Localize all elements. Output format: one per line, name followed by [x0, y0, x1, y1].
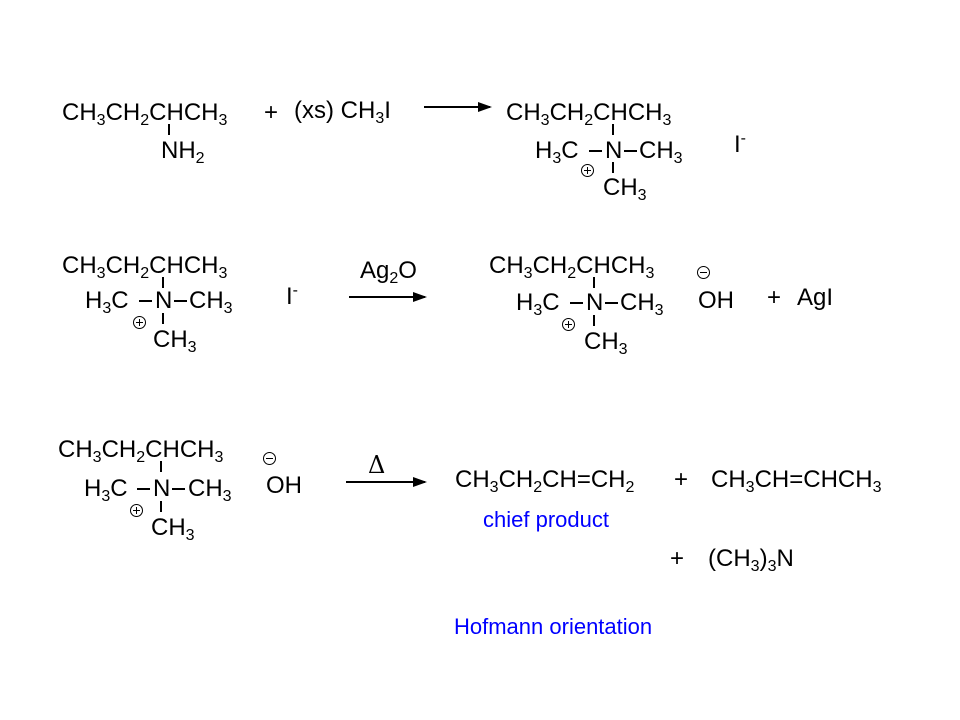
- r3-plus-sign-2: +: [670, 545, 685, 572]
- r3-reaction-arrow: [346, 478, 427, 486]
- r2-right-methyl: CH3: [189, 287, 233, 317]
- r1-plus-sign: +: [264, 99, 279, 126]
- r1-reactant-chain: CH3CH2CHCH3: [62, 99, 228, 129]
- r1-bottom-bond: [612, 162, 614, 173]
- r2-hydroxide: OH: [698, 287, 734, 314]
- r1-reaction-arrow: [424, 103, 492, 111]
- r3-trimethylamine: (CH3)3N: [708, 545, 794, 575]
- r3-heat-symbol: Δ: [368, 451, 386, 479]
- r1-left-bond: [589, 150, 602, 152]
- r3-positive-charge-icon: [130, 504, 143, 517]
- r1-bottom-methyl: CH3: [603, 174, 647, 204]
- r1-right-methyl: CH3: [639, 137, 683, 167]
- r2-reagent: Ag2O: [360, 257, 417, 287]
- r2-product-positive-charge-icon: [562, 318, 575, 331]
- r3-right-bond: [172, 488, 185, 490]
- r1-left-methyl: H3C: [535, 137, 579, 167]
- r2-product-chain: CH3CH2CHCH3: [489, 252, 655, 282]
- r1-chain-n-bond: [612, 124, 614, 135]
- r3-chain-n-bond: [160, 461, 162, 472]
- r1-reagent: (xs) CH3I: [294, 97, 391, 127]
- r3-product-2-butene: CH3CH=CHCH3: [711, 466, 882, 496]
- hofmann-orientation-label: Hofmann orientation: [454, 614, 653, 639]
- r2-left-methyl: H3C: [85, 287, 129, 317]
- r2-product-bottom-bond: [593, 315, 595, 326]
- chief-product-label: chief product: [483, 507, 609, 532]
- r3-bottom-bond: [160, 501, 162, 512]
- r2-product-left-bond: [570, 302, 583, 304]
- r2-plus-sign: +: [767, 284, 782, 311]
- r3-nitrogen: N: [153, 475, 171, 502]
- r2-nitrogen: N: [155, 287, 173, 314]
- r2-product-chain-n-bond: [593, 277, 595, 288]
- r3-reactant-chain: CH3CH2CHCH3: [58, 436, 224, 466]
- r1-positive-charge-icon: [581, 164, 594, 177]
- r2-product-bottom-methyl: CH3: [584, 328, 628, 358]
- r2-negative-charge-icon: [697, 266, 710, 279]
- r1-product-chain: CH3CH2CHCH3: [506, 99, 672, 129]
- r3-right-methyl: CH3: [188, 475, 232, 505]
- r2-product-right-methyl: CH3: [620, 289, 664, 319]
- r3-plus-sign-1: +: [674, 466, 689, 493]
- r2-product-nitrogen: N: [586, 289, 604, 316]
- r2-iodide-counterion: I-: [286, 282, 298, 310]
- r2-product-right-bond: [605, 302, 618, 304]
- r1-right-bond: [624, 150, 637, 152]
- r2-positive-charge-icon: [133, 316, 146, 329]
- r3-product-1-butene: CH3CH2CH=CH2: [455, 466, 635, 496]
- r1-iodide-counterion: I-: [734, 130, 746, 158]
- r1-nitrogen: N: [605, 137, 623, 164]
- r2-reaction-arrow: [349, 293, 427, 301]
- r2-chain-n-bond: [162, 277, 164, 288]
- r2-reactant-chain: CH3CH2CHCH3: [62, 252, 228, 282]
- r1-amine-bond: [168, 124, 170, 135]
- r1-amine-group: NH2: [161, 137, 205, 167]
- r2-bottom-bond: [162, 313, 164, 324]
- r2-bottom-methyl: CH3: [153, 326, 197, 356]
- r2-left-bond: [139, 300, 152, 302]
- r3-left-methyl: H3C: [84, 475, 128, 505]
- r3-bottom-methyl: CH3: [151, 514, 195, 544]
- r2-product-left-methyl: H3C: [516, 289, 560, 319]
- r3-negative-charge-icon: [263, 452, 276, 465]
- r3-left-bond: [137, 488, 150, 490]
- r2-right-bond: [174, 300, 187, 302]
- r3-hydroxide: OH: [266, 472, 302, 499]
- r2-silver-iodide: AgI: [797, 284, 834, 311]
